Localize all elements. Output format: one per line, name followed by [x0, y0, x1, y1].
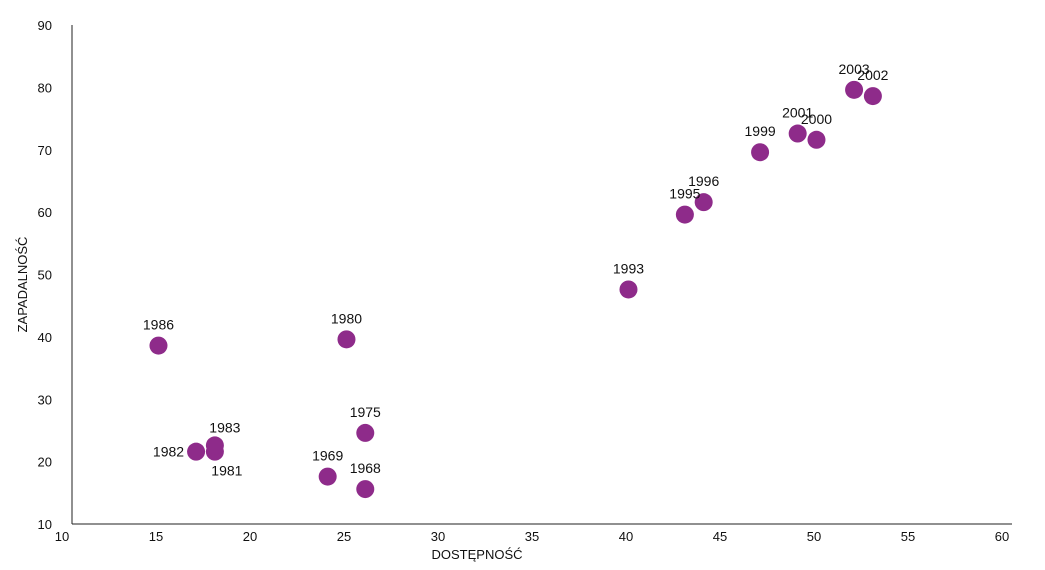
- x-tick-label: 40: [619, 529, 633, 544]
- data-label: 2002: [857, 67, 888, 83]
- data-label: 1981: [211, 463, 242, 479]
- data-labels: 1968 1969 1975 1980 1981 1982 1983 1986 1993 1995…: [143, 61, 889, 479]
- data-label: 1999: [745, 123, 776, 139]
- data-point: [807, 130, 826, 149]
- data-label: 1986: [143, 317, 174, 333]
- data-label: 1983: [209, 419, 240, 435]
- data-point: [694, 193, 713, 212]
- y-tick-label: 60: [38, 205, 52, 220]
- x-tick-label: 30: [431, 529, 445, 544]
- y-tick-label: 20: [38, 455, 52, 470]
- data-label: 1968: [350, 460, 381, 476]
- y-tick-label: 10: [38, 517, 52, 532]
- data-point: [675, 205, 694, 224]
- x-tick-label: 10: [55, 529, 69, 544]
- y-tick-label: 70: [38, 143, 52, 158]
- data-points: [149, 80, 882, 499]
- data-point: [318, 467, 337, 486]
- x-tick-label: 50: [807, 529, 821, 544]
- data-point: [863, 87, 882, 106]
- data-point: [337, 330, 356, 349]
- data-label: 1995: [669, 186, 700, 202]
- y-tick-label: 50: [38, 268, 52, 283]
- data-label: 2001: [782, 105, 813, 121]
- y-tick-labels: 10 20 30 40 50 60 70 80 90: [38, 18, 52, 532]
- x-axis-title: DOSTĘPNOŚĆ: [431, 547, 522, 562]
- data-point: [187, 442, 206, 461]
- y-tick-label: 40: [38, 330, 52, 345]
- data-point: [356, 480, 375, 499]
- y-axis-title: ZAPADALNOŚĆ: [15, 237, 30, 333]
- data-label: 1975: [350, 404, 381, 420]
- data-label: 1980: [331, 310, 362, 326]
- data-point: [356, 423, 375, 442]
- x-tick-label: 15: [149, 529, 163, 544]
- data-label: 1996: [688, 173, 719, 189]
- data-point: [751, 143, 770, 162]
- y-tick-label: 90: [38, 18, 52, 33]
- data-point: [845, 80, 864, 99]
- x-tick-label: 20: [243, 529, 257, 544]
- data-point: [149, 336, 168, 355]
- data-label: 2000: [801, 111, 832, 127]
- axes: [71, 25, 1012, 525]
- data-label: 2003: [839, 61, 870, 77]
- x-tick-label: 25: [337, 529, 351, 544]
- y-tick-label: 80: [38, 80, 52, 95]
- data-label: 1982: [153, 444, 184, 460]
- data-point: [788, 124, 807, 143]
- data-point: [205, 436, 224, 455]
- x-tick-labels: 10 15 20 25 30 35 40 45 50 55 60: [55, 529, 1009, 544]
- data-point: [619, 280, 638, 299]
- x-tick-label: 55: [901, 529, 915, 544]
- x-tick-label: 60: [995, 529, 1009, 544]
- data-label: 1969: [312, 448, 343, 464]
- x-tick-label: 45: [713, 529, 727, 544]
- x-tick-label: 35: [525, 529, 539, 544]
- data-label: 1993: [613, 260, 644, 276]
- y-tick-label: 30: [38, 392, 52, 407]
